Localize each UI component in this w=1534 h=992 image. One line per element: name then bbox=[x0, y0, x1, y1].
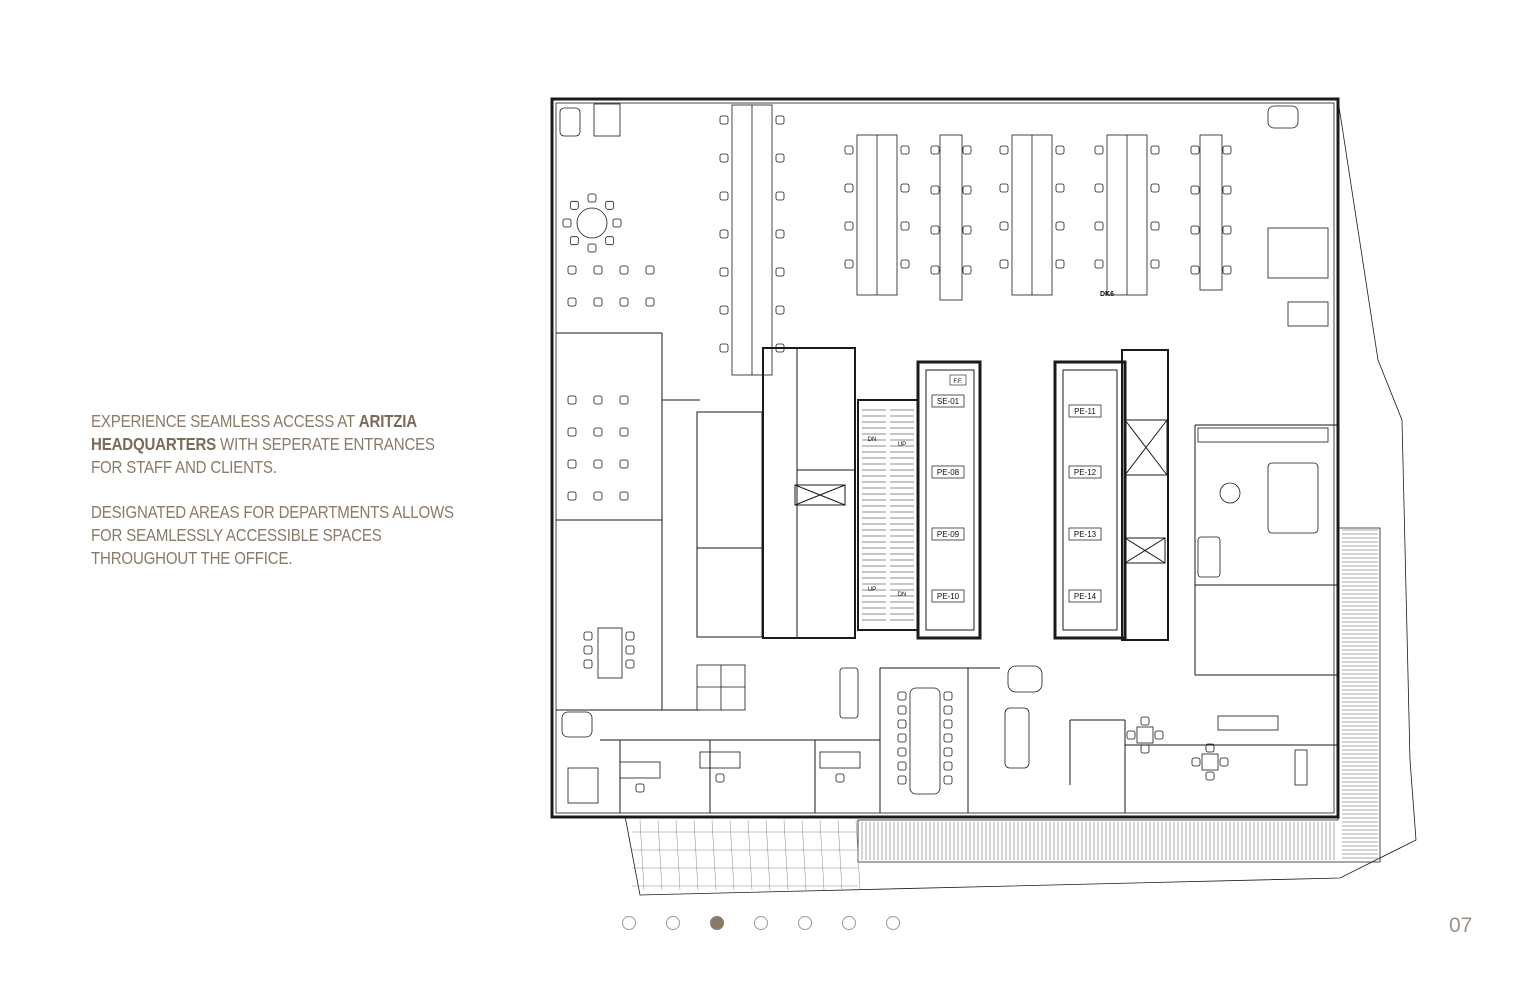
access-text-end: WITH SEPERATE ENTRANCES FOR STAFF AND CL… bbox=[91, 434, 435, 477]
label-se01: SE-01 bbox=[937, 397, 960, 406]
pagination-dot-6[interactable] bbox=[842, 916, 856, 930]
elevator-bank-east bbox=[1053, 360, 1127, 640]
label-pe13: PE-13 bbox=[1074, 530, 1097, 539]
terrace-decking-east bbox=[1342, 529, 1378, 859]
label-pe09: PE-09 bbox=[937, 530, 960, 539]
terrace-tiles bbox=[632, 819, 861, 891]
label-stair-dn-top: DN bbox=[868, 437, 877, 443]
label-ff: F.F. bbox=[953, 379, 963, 385]
pagination bbox=[622, 916, 930, 930]
pagination-dot-2[interactable] bbox=[666, 916, 680, 930]
terrace-decking-south bbox=[861, 822, 1335, 860]
pagination-dot-4[interactable] bbox=[754, 916, 768, 930]
label-pe10: PE-10 bbox=[937, 592, 960, 601]
pagination-dot-3[interactable] bbox=[710, 916, 724, 930]
description-text: EXPERIENCE SEAMLESS ACCESS AT ARITZIA HE… bbox=[91, 410, 471, 592]
elevator-bank-west bbox=[916, 360, 982, 640]
label-pe14: PE-14 bbox=[1074, 592, 1097, 601]
pagination-dot-1[interactable] bbox=[622, 916, 636, 930]
access-text-start: EXPERIENCE SEAMLESS ACCESS AT bbox=[91, 411, 359, 431]
building-wall bbox=[550, 97, 1340, 819]
terrace-outline bbox=[624, 99, 1417, 896]
label-pe11: PE-11 bbox=[1074, 407, 1096, 416]
label-stair-up-bottom: UP bbox=[868, 587, 876, 593]
label-pe08: PE-08 bbox=[937, 468, 960, 477]
label-pe12: PE-12 bbox=[1074, 468, 1097, 477]
paragraph-access: EXPERIENCE SEAMLESS ACCESS AT ARITZIA HE… bbox=[91, 410, 469, 479]
pagination-dot-5[interactable] bbox=[798, 916, 812, 930]
label-stair-dn-bottom: DN bbox=[898, 592, 907, 598]
aritzia-headquarters-highlight: ARITZIA HEADQUARTERS bbox=[91, 411, 417, 454]
core-block-west bbox=[762, 347, 856, 639]
pagination-dot-7[interactable] bbox=[886, 916, 900, 930]
paragraph-departments: DESIGNATED AREAS FOR DEPARTMENTS ALLOWS … bbox=[91, 502, 454, 568]
label-dk6: DK6 bbox=[1100, 291, 1114, 298]
label-stair-up-top: UP bbox=[898, 442, 906, 448]
stair bbox=[857, 399, 919, 631]
page-number: 07 bbox=[1449, 914, 1473, 937]
